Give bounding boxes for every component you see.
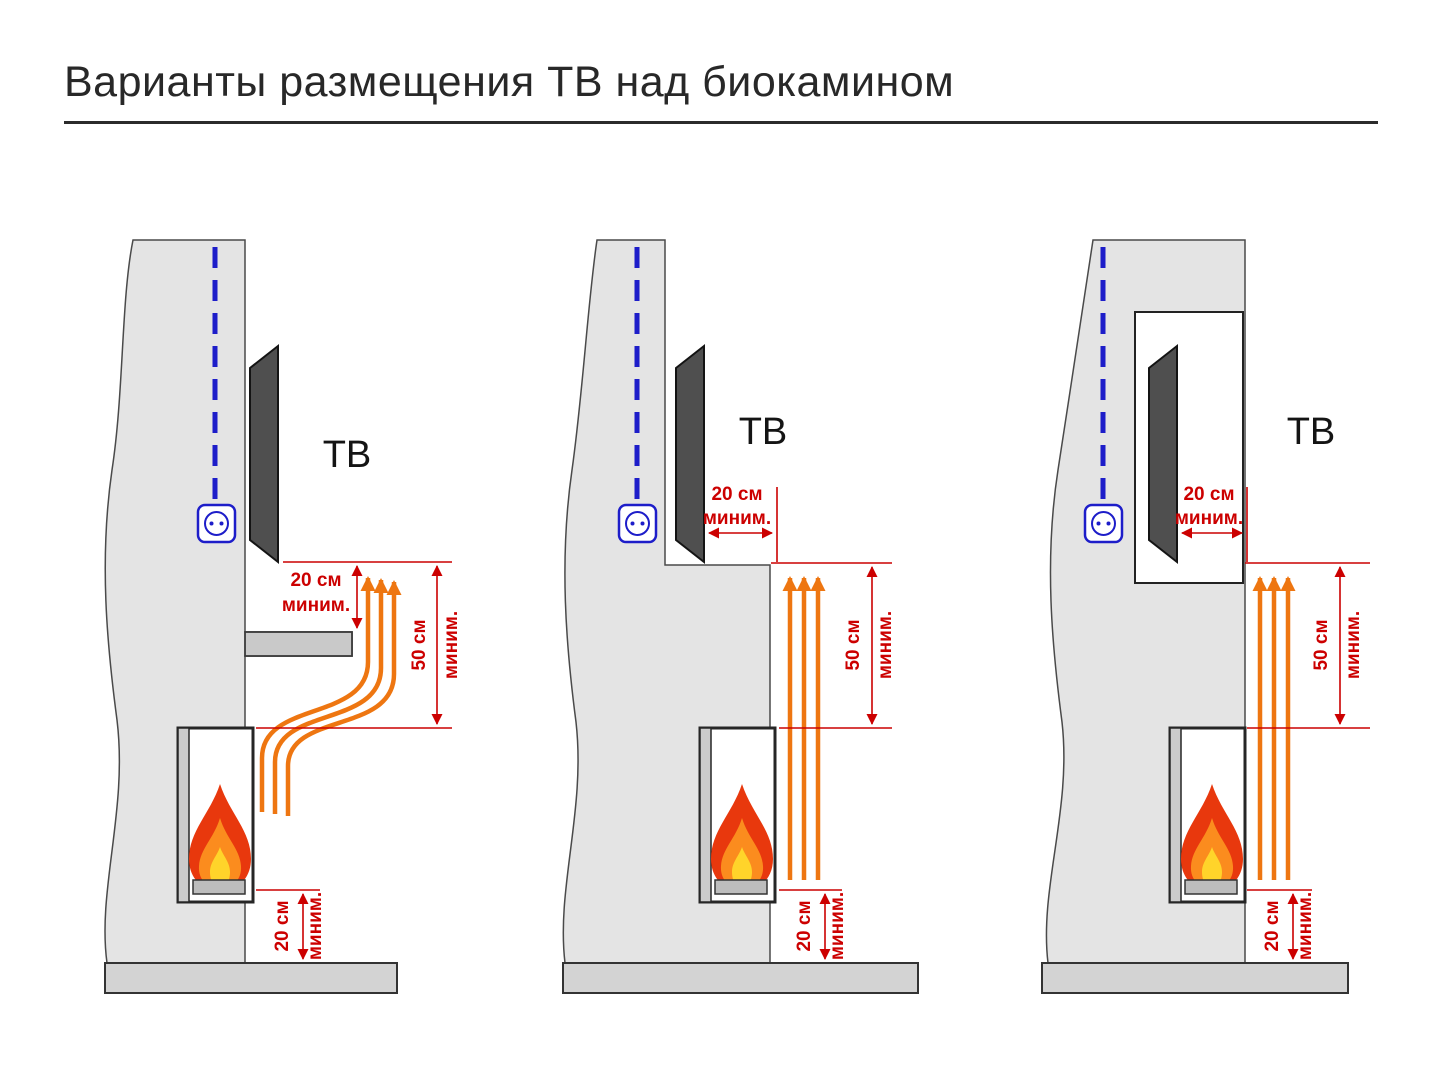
dim-middle-unit: миним. [1343,610,1364,680]
mantel-shelf [244,631,353,657]
dim-bottom-value: 20 см [794,900,815,952]
dim-middle-value: 50 см [843,619,864,671]
variant-2-diagram [562,239,919,994]
burner [714,879,768,895]
dim-middle-unit: миним. [441,610,462,680]
dim-top-value: 20 см [1183,484,1235,505]
dim-top-value: 20 см [711,484,763,505]
power-outlet [617,503,658,544]
dimension-lines [1181,487,1370,960]
burner [1184,879,1238,895]
tv-label: ТВ [322,434,372,476]
fireplace [1168,726,1247,904]
floor-slab [104,962,398,994]
fireplace [698,726,777,904]
power-outlet [196,503,237,544]
burner [192,879,246,895]
dim-bottom-unit: миним. [305,891,326,961]
heat-flow-arrows [259,576,402,816]
dim-middle-unit: миним. [875,610,896,680]
tv-label: ТВ [738,411,788,453]
dim-bottom-unit: миним. [827,891,848,961]
dim-top-value: 20 см [290,570,342,591]
variant-3-diagram [1041,239,1370,994]
tv-label: ТВ [1286,411,1336,453]
page-title: Варианты размещения ТВ над биокамином [64,58,1378,124]
wall [104,239,353,964]
variant-1-diagram [104,239,452,994]
dimension-lines [256,561,452,960]
fireplace [176,726,255,904]
dim-top-unit: миним. [1174,508,1244,529]
power-outlet [1083,503,1124,544]
dim-middle-value: 50 см [1311,619,1332,671]
dim-top-unit: миним. [281,595,351,616]
tv-panel [1148,343,1178,565]
dim-bottom-unit: миним. [1295,891,1316,961]
dim-top-unit: миним. [702,508,772,529]
heat-flow-arrows [782,576,826,880]
floor-slab [1041,962,1349,994]
floor-slab [562,962,919,994]
tv-panel [675,343,705,565]
dim-bottom-value: 20 см [272,900,293,952]
dimension-lines [708,487,892,960]
heat-flow-arrows [1252,576,1296,880]
tv-panel [249,343,279,565]
dim-middle-value: 50 см [409,619,430,671]
dim-bottom-value: 20 см [1262,900,1283,952]
